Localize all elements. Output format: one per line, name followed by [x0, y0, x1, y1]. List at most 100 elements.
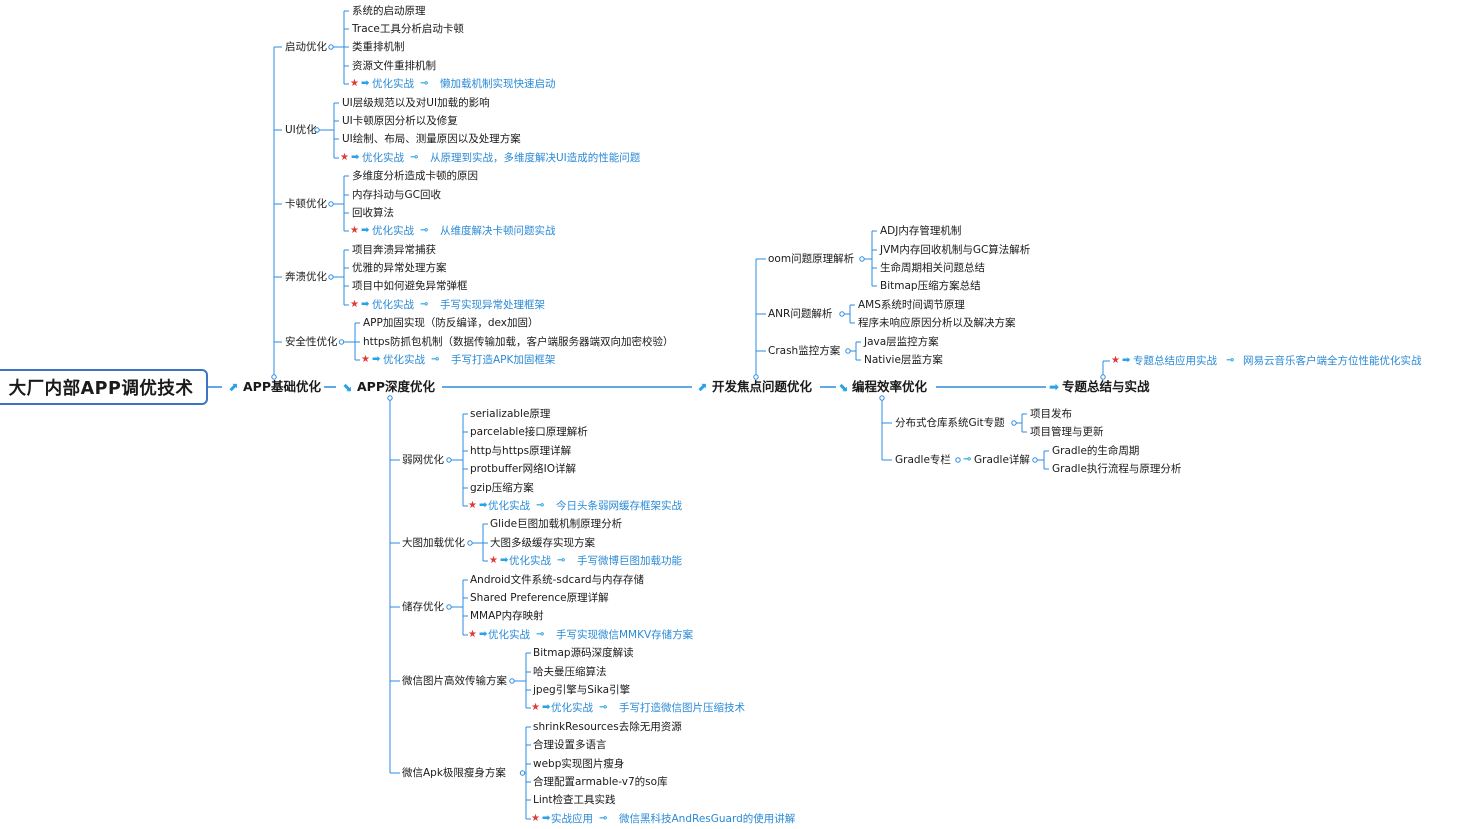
deep-item[interactable]: MMAP内存映射	[470, 610, 544, 622]
practice-label[interactable]: 优化实战	[372, 299, 414, 311]
deep-item[interactable]: protbuffer网络IO详解	[470, 463, 576, 475]
deep-item[interactable]: Glide巨图加载机制原理分析	[490, 518, 623, 530]
basic-category-4[interactable]: 安全性优化	[285, 336, 338, 348]
focus-item[interactable]: 生命周期相关问题总结	[880, 262, 985, 274]
summary-label[interactable]: 专题总结应用实战	[1133, 355, 1217, 367]
basic-item[interactable]: 项目奔溃异常捕获	[352, 244, 436, 256]
deep-item[interactable]: http与https原理详解	[470, 445, 572, 457]
deep-item[interactable]: shrinkResources去除无用资源	[533, 721, 682, 733]
practice-detail[interactable]: 微信黑科技AndResGuard的使用讲解	[619, 813, 796, 825]
practice-detail[interactable]: 手写打造微信图片压缩技术	[619, 702, 745, 714]
collapse-toggle-icon[interactable]	[328, 201, 334, 207]
basic-item[interactable]: 类重排机制	[352, 41, 405, 53]
collapse-toggle-icon[interactable]	[446, 457, 452, 463]
focus-item[interactable]: AMS系统时间调节原理	[858, 299, 965, 311]
main-branch-0[interactable]: APP基础优化	[243, 379, 321, 394]
collapse-toggle-icon[interactable]	[328, 274, 334, 280]
deep-category-1[interactable]: 大图加载优化	[402, 537, 465, 549]
focus-category-2[interactable]: Crash监控方案	[768, 345, 841, 357]
focus-item[interactable]: ADJ内存管理机制	[880, 225, 962, 237]
main-branch-3[interactable]: 编程效率优化	[852, 379, 928, 394]
basic-item[interactable]: https防抓包机制（数据传输加载，客户端服务器端双向加密校验）	[363, 336, 674, 348]
basic-category-1[interactable]: UI优化	[285, 124, 317, 136]
practice-detail[interactable]: 懒加载机制实现快速启动	[440, 78, 556, 90]
practice-detail[interactable]: 今日头条弱网缓存框架实战	[556, 500, 682, 512]
focus-item[interactable]: Java层监控方案	[864, 336, 939, 348]
practice-label[interactable]: 优化实战	[488, 629, 530, 641]
focus-item[interactable]: Bitmap压缩方案总结	[880, 280, 981, 292]
deep-item[interactable]: jpeg引擎与Sika引擎	[533, 684, 631, 696]
practice-detail[interactable]: 手写实现异常处理框架	[440, 299, 545, 311]
basic-category-0[interactable]: 启动优化	[285, 41, 327, 53]
deep-item[interactable]: 合理配置armable-v7的so库	[533, 776, 668, 788]
basic-category-2[interactable]: 卡顿优化	[285, 198, 327, 210]
collapse-toggle-icon[interactable]	[955, 457, 961, 463]
focus-item[interactable]: 程序未响应原因分析以及解决方案	[858, 317, 1016, 329]
focus-item[interactable]: JVM内存回收机制与GC算法解析	[880, 244, 1031, 256]
collapse-toggle-icon[interactable]	[1011, 420, 1017, 426]
collapse-toggle-icon[interactable]	[387, 395, 393, 401]
efficiency-item[interactable]: 项目发布	[1030, 408, 1072, 420]
basic-item[interactable]: 回收算法	[352, 207, 394, 219]
deep-item[interactable]: Lint检查工具实践	[533, 794, 616, 806]
deep-category-4[interactable]: 微信Apk极限瘦身方案	[402, 767, 506, 779]
efficiency-item[interactable]: Gradle执行流程与原理分析	[1052, 463, 1182, 475]
deep-item[interactable]: 哈夫曼压缩算法	[533, 666, 607, 678]
practice-label[interactable]: 优化实战	[372, 78, 414, 90]
practice-label[interactable]: 优化实战	[362, 152, 404, 164]
deep-item[interactable]: Shared Preference原理详解	[470, 592, 609, 604]
deep-item[interactable]: webp实现图片瘦身	[533, 758, 625, 770]
practice-detail[interactable]: 从维度解决卡顿问题实战	[440, 225, 556, 237]
practice-label[interactable]: 实战应用	[551, 813, 593, 825]
deep-category-0[interactable]: 弱网优化	[402, 454, 444, 466]
deep-item[interactable]: 大图多级缓存实现方案	[490, 537, 595, 549]
practice-detail[interactable]: 手写打造APK加固框架	[451, 354, 556, 366]
practice-detail[interactable]: 手写微博巨图加载功能	[577, 555, 682, 567]
basic-category-3[interactable]: 奔溃优化	[285, 271, 327, 283]
basic-item[interactable]: UI卡顿原因分析以及修复	[342, 115, 458, 127]
basic-item[interactable]: Trace工具分析启动卡顿	[352, 23, 464, 35]
basic-item[interactable]: UI层级规范以及对UI加载的影响	[342, 97, 490, 109]
practice-detail[interactable]: 手写实现微信MMKV存储方案	[556, 629, 694, 641]
main-branch-4[interactable]: 专题总结与实战	[1062, 379, 1150, 394]
deep-item[interactable]: serializable原理	[470, 408, 551, 420]
efficiency-item[interactable]: Gradle的生命周期	[1052, 445, 1140, 457]
efficiency-item[interactable]: 项目管理与更新	[1030, 426, 1104, 438]
deep-item[interactable]: parcelable接口原理解析	[470, 426, 588, 438]
main-branch-1[interactable]: APP深度优化	[357, 379, 435, 394]
collapse-toggle-icon[interactable]	[271, 374, 277, 380]
deep-item[interactable]: Android文件系统-sdcard与内存存储	[470, 574, 645, 586]
practice-label[interactable]: 优化实战	[383, 354, 425, 366]
basic-item[interactable]: 系统的启动原理	[352, 5, 426, 17]
practice-label[interactable]: 优化实战	[551, 702, 593, 714]
collapse-toggle-icon[interactable]	[845, 348, 851, 354]
collapse-toggle-icon[interactable]	[859, 256, 865, 262]
deep-item[interactable]: Bitmap源码深度解读	[533, 647, 634, 659]
practice-detail[interactable]: 从原理到实战，多维度解决UI造成的性能问题	[430, 152, 641, 164]
deep-item[interactable]: 合理设置多语言	[533, 739, 607, 751]
focus-category-1[interactable]: ANR问题解析	[768, 308, 833, 320]
root-node[interactable]: 大厂内部APP调优技术	[0, 369, 208, 405]
focus-category-0[interactable]: oom问题原理解析	[768, 253, 855, 265]
deep-item[interactable]: gzip压缩方案	[470, 482, 534, 494]
collapse-toggle-icon[interactable]	[839, 311, 845, 317]
collapse-toggle-icon[interactable]	[519, 770, 526, 776]
basic-item[interactable]: 资源文件重排机制	[352, 60, 436, 72]
collapse-toggle-icon[interactable]	[338, 339, 345, 345]
deep-category-2[interactable]: 储存优化	[402, 601, 444, 613]
summary-detail[interactable]: 网易云音乐客户端全方位性能优化实战	[1243, 355, 1422, 367]
basic-item[interactable]: 项目中如何避免异常弹框	[352, 280, 468, 292]
basic-item[interactable]: UI绘制、布局、测量原因以及处理方案	[342, 133, 521, 145]
practice-label[interactable]: 优化实战	[372, 225, 414, 237]
collapse-toggle-icon[interactable]	[879, 395, 885, 401]
collapse-toggle-icon[interactable]	[467, 540, 473, 546]
basic-item[interactable]: 优雅的异常处理方案	[352, 262, 447, 274]
collapse-toggle-icon[interactable]	[1032, 457, 1038, 463]
deep-category-3[interactable]: 微信图片高效传输方案	[402, 675, 507, 687]
collapse-toggle-icon[interactable]	[509, 678, 515, 684]
basic-item[interactable]: APP加固实现（防反编译，dex加固）	[363, 317, 539, 329]
efficiency-subcategory[interactable]: Gradle详解	[974, 454, 1030, 466]
efficiency-category-1[interactable]: Gradle专栏	[895, 454, 951, 466]
collapse-toggle-icon[interactable]	[328, 44, 334, 50]
basic-item[interactable]: 内存抖动与GC回收	[352, 189, 441, 201]
